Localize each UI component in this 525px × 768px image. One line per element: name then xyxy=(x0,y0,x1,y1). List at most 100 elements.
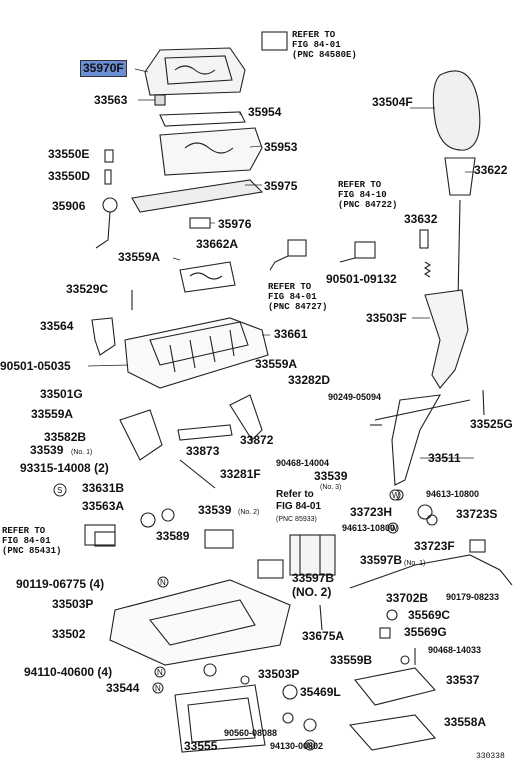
label-33559A[interactable]: 33559A xyxy=(255,357,298,371)
label-33559A[interactable]: 33559A xyxy=(31,407,74,421)
label-33503P[interactable]: 33503P xyxy=(258,667,300,681)
label-93315-14008[interactable]: 93315-14008 (2) xyxy=(20,461,109,475)
label-33525G[interactable]: 33525G xyxy=(470,417,513,431)
label-33550E[interactable]: 33550E xyxy=(48,147,90,161)
label-33564[interactable]: 33564 xyxy=(40,319,74,333)
label-94130-00802[interactable]: 94130-00802 xyxy=(270,741,324,751)
label-33559B[interactable]: 33559B xyxy=(330,653,373,667)
spring-90501-09132 xyxy=(423,261,432,278)
bracket-33564 xyxy=(91,317,116,356)
label-33539[interactable]: 33539 xyxy=(314,469,348,483)
bracket-33558A xyxy=(348,714,437,751)
ref-fig-84-01-pnc-84727[interactable]: REFER TO FIG 84-01 (PNC 84727) xyxy=(268,282,328,312)
ref-fig-84-01-pnc-85431[interactable]: REFER TO FIG 84-01 (PNC 85431) xyxy=(2,526,62,556)
label-33631B[interactable]: 33631B xyxy=(82,481,125,495)
label-33563A[interactable]: 33563A xyxy=(82,499,125,513)
label-35970F[interactable]: 35970F xyxy=(80,60,127,77)
label-33661[interactable]: 33661 xyxy=(274,327,308,341)
label-33597B[interactable]: 33597B xyxy=(292,571,335,585)
label-33675A[interactable]: 33675A xyxy=(302,629,345,643)
label-35569G[interactable]: 35569G xyxy=(404,625,447,639)
connector-85431 xyxy=(94,531,116,547)
label-33544[interactable]: 33544 xyxy=(106,681,140,695)
note-no1: (No. 1) xyxy=(71,449,93,456)
label-90560-08088[interactable]: 90560-08088 xyxy=(224,728,278,738)
label-35975[interactable]: 35975 xyxy=(264,179,298,193)
marker-n-icon xyxy=(154,666,166,678)
connector-84722 xyxy=(354,241,376,259)
label-33622[interactable]: 33622 xyxy=(474,163,508,177)
label-90119-06775[interactable]: 90119-06775 (4) xyxy=(16,577,105,591)
part-33559B xyxy=(400,655,410,665)
label-90179-08233[interactable]: 90179-08233 xyxy=(446,592,500,602)
label-33282D[interactable]: 33282D xyxy=(288,373,331,387)
indicator-33662A xyxy=(179,261,236,293)
label-33589[interactable]: 33589 xyxy=(156,529,190,543)
label-33529C[interactable]: 33529C xyxy=(66,282,109,296)
label-33597B[interactable]: 33597B xyxy=(360,553,403,567)
housing-33661 xyxy=(124,317,269,389)
ref-refer-to[interactable]: Refer to xyxy=(276,489,314,500)
ref-fig-84-01[interactable]: FIG 84-01 xyxy=(276,501,322,512)
label-33559A[interactable]: 33559A xyxy=(118,250,161,264)
bolt-33675A xyxy=(319,604,323,631)
note-no3: (No. 3) xyxy=(320,484,342,491)
label-33550D[interactable]: 33550D xyxy=(48,169,91,183)
label-90468-14033[interactable]: 90468-14033 xyxy=(428,645,482,655)
label-94110-40600[interactable]: 94110-40600 (4) xyxy=(24,665,113,679)
label-94613-10800[interactable]: 94613-10800 xyxy=(426,489,480,499)
label-90501-09132[interactable]: 90501-09132 xyxy=(326,272,397,286)
label-33582B[interactable]: 33582B xyxy=(44,430,87,444)
label-90249-05094[interactable]: 90249-05094 xyxy=(328,392,382,402)
label-33555[interactable]: 33555 xyxy=(184,739,218,753)
label-90468-14004[interactable]: 90468-14004 xyxy=(276,458,330,468)
label-35906[interactable]: 35906 xyxy=(52,199,86,213)
label-33537[interactable]: 33537 xyxy=(446,673,480,687)
label-33503P[interactable]: 33503P xyxy=(52,597,94,611)
label-35976[interactable]: 35976 xyxy=(218,217,252,231)
console-trim-part xyxy=(144,47,246,96)
knob-33504F xyxy=(432,70,481,151)
label-33511[interactable]: 33511 xyxy=(428,451,461,465)
label-33632[interactable]: 33632 xyxy=(404,212,438,226)
svg-text:S: S xyxy=(57,486,62,495)
clip-33563 xyxy=(154,94,166,106)
label-33539[interactable]: 33539 xyxy=(30,443,64,457)
label-33662A[interactable]: 33662A xyxy=(196,237,239,251)
label-33504F[interactable]: 33504F xyxy=(372,95,413,109)
label-33563[interactable]: 33563 xyxy=(94,93,128,107)
label-33501G[interactable]: 33501G xyxy=(40,387,83,401)
label-33558A[interactable]: 33558A xyxy=(444,715,487,729)
label-35954[interactable]: 35954 xyxy=(248,105,282,119)
label-90501-05035[interactable]: 90501-05035 xyxy=(0,359,71,373)
ref-fig-84-01-pnc-84580e[interactable]: REFER TO FIG 84-01 (PNC 84580E) xyxy=(292,30,357,60)
part-33589 xyxy=(140,512,156,528)
nut-90560 xyxy=(282,712,294,724)
boot-33555 xyxy=(174,684,266,753)
cover-35975 xyxy=(131,179,264,213)
ref-fig-84-10-pnc-84722[interactable]: REFER TO FIG 84-10 (PNC 84722) xyxy=(338,180,398,210)
part-35569C xyxy=(386,609,398,621)
panel-35953 xyxy=(159,127,263,176)
label-94613-10800[interactable]: 94613-10800 xyxy=(342,523,396,533)
lever-33582B xyxy=(119,409,163,461)
label-33539[interactable]: 33539 xyxy=(198,503,232,517)
label-33723S[interactable]: 33723S xyxy=(456,507,498,521)
label-33872[interactable]: 33872 xyxy=(240,433,274,447)
label-33503F[interactable]: 33503F xyxy=(366,311,407,325)
ref-pnc-85933[interactable]: (PNC 85933) xyxy=(276,516,317,523)
label-33873[interactable]: 33873 xyxy=(186,444,220,458)
label-33723F[interactable]: 33723F xyxy=(414,539,455,553)
svg-text:N: N xyxy=(307,741,313,750)
shift-rod xyxy=(457,199,461,301)
label-35953[interactable]: 35953 xyxy=(264,140,298,154)
switch-33597B xyxy=(257,534,336,579)
label-33702B[interactable]: 33702B xyxy=(386,591,429,605)
label-33281F[interactable]: 33281F xyxy=(220,467,261,481)
label-35469L[interactable]: 35469L xyxy=(300,685,341,699)
label-33502[interactable]: 33502 xyxy=(52,627,86,641)
note-no2: (No. 2) xyxy=(238,509,260,516)
marker-n-icon xyxy=(157,576,169,588)
label-33723H[interactable]: 33723H xyxy=(350,505,393,519)
label-35569C[interactable]: 35569C xyxy=(408,608,451,622)
